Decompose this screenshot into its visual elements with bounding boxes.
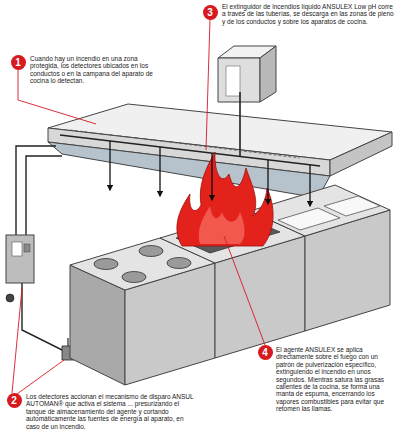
- leader-line: [12, 288, 22, 393]
- duct-opening: [226, 66, 240, 96]
- leader-lines: [12, 19, 265, 394]
- pull-station: [6, 294, 14, 302]
- detection-wire: [16, 146, 56, 235]
- callout-number: 2: [7, 393, 22, 408]
- fire: [177, 152, 273, 246]
- hood-end: [330, 132, 392, 176]
- control-window: [12, 242, 22, 256]
- flames: [177, 152, 273, 246]
- callout-number: 4: [258, 345, 273, 360]
- burner: [167, 258, 191, 269]
- discharge-arrow: [267, 160, 268, 204]
- callout-number-text: 2: [11, 395, 17, 406]
- callout-number: 3: [203, 5, 218, 20]
- grill-well: [324, 196, 380, 216]
- discharge-arrow: [309, 165, 310, 206]
- callout-number-text: 4: [262, 347, 268, 358]
- flame-core: [199, 206, 245, 244]
- control-box: [6, 235, 34, 283]
- leader-line: [206, 19, 210, 150]
- grill-well: [278, 208, 340, 230]
- valve-stem: [67, 338, 68, 346]
- duct-side: [260, 46, 276, 102]
- discharge-arrow: [109, 141, 110, 190]
- control-handle: [24, 244, 30, 252]
- discharge-arrow: [159, 147, 160, 196]
- callout-number: 1: [11, 55, 26, 70]
- nozzle-discharge: [110, 141, 310, 206]
- detector-line: [70, 130, 300, 158]
- callout-number-text: 3: [207, 7, 213, 18]
- exhaust-duct: [218, 46, 276, 102]
- burner: [122, 272, 146, 283]
- distribution-pipe: [60, 135, 320, 166]
- discharge-arrow: [211, 153, 212, 200]
- callout-number-text: 1: [15, 57, 21, 68]
- leader-line: [224, 236, 265, 345]
- leader-line: [17, 360, 64, 394]
- duct-pipe: [239, 92, 241, 156]
- agent-pipe: [26, 156, 62, 235]
- callout-text: El extinguidor de incendios líquido ANSU…: [222, 3, 394, 25]
- duct-front: [218, 58, 260, 102]
- callout-text: Los detectores accionan el mecanismo de …: [26, 393, 194, 430]
- callout-text: Cuando hay un incendio en una zona prote…: [30, 55, 165, 85]
- callout-text: El agente ANSULEX se aplica directamente…: [276, 346, 396, 413]
- burner: [139, 246, 163, 257]
- burner: [94, 259, 118, 270]
